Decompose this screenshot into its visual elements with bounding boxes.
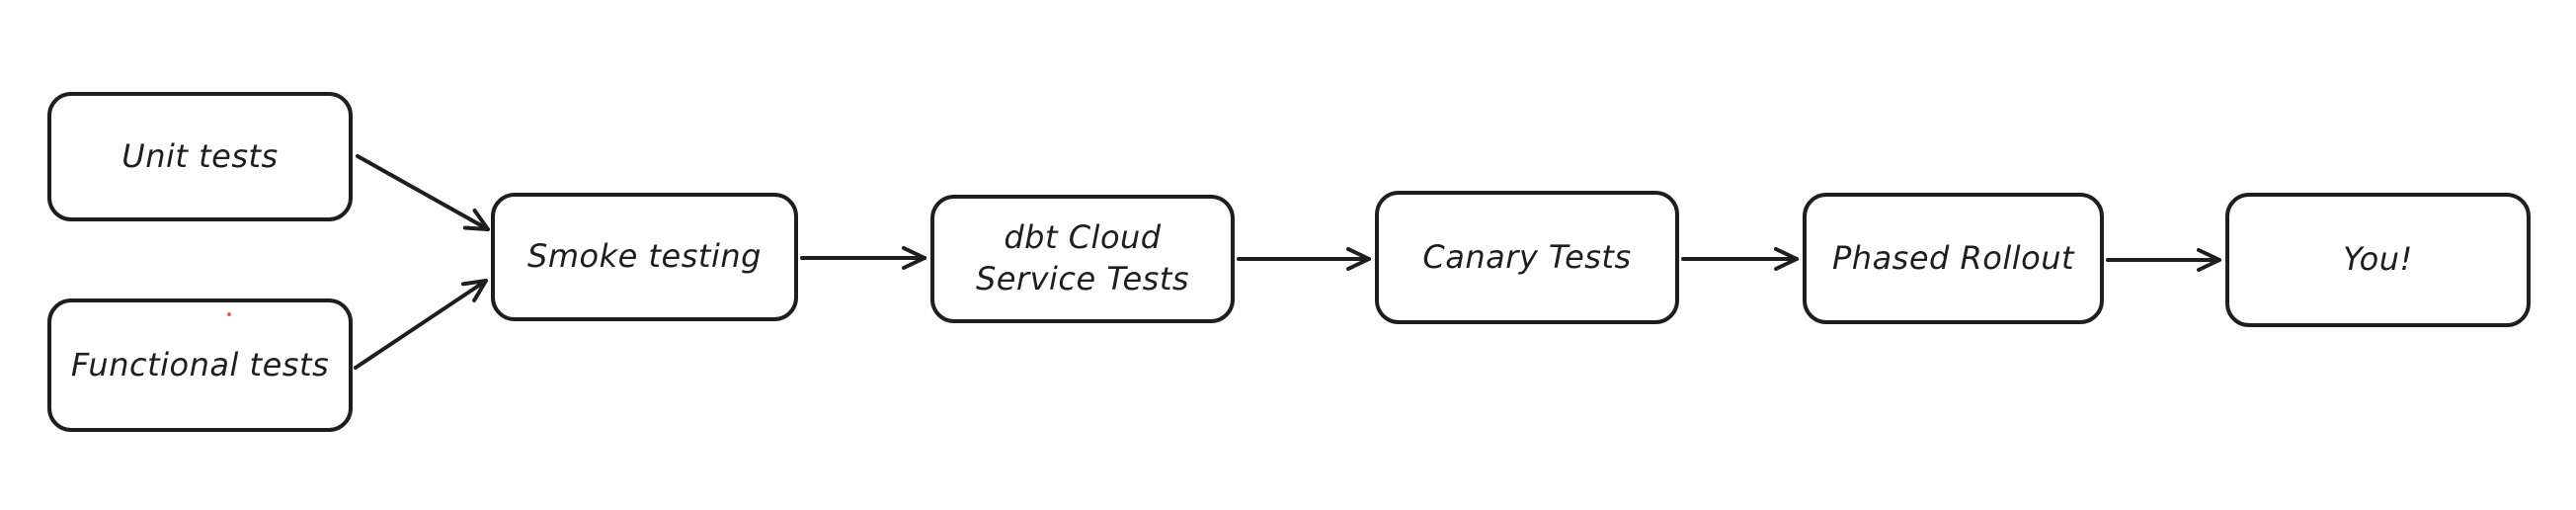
node-smoke-testing-label: Smoke testing xyxy=(527,237,762,276)
node-dbt-cloud-service-tests: dbt Cloud Service Tests xyxy=(930,195,1235,323)
node-phased-rollout-label: Phased Rollout xyxy=(1831,238,2075,277)
node-smoke-testing: Smoke testing xyxy=(491,193,798,321)
node-you: You! xyxy=(2225,193,2531,327)
node-canary-tests-label: Canary Tests xyxy=(1422,237,1632,276)
node-functional-tests: Functional tests xyxy=(47,298,353,432)
arrow-unit-tests-to-smoke-testing xyxy=(356,154,490,231)
node-unit-tests: Unit tests xyxy=(47,92,353,221)
arrow-functional-tests-to-smoke-testing xyxy=(354,279,488,370)
node-unit-tests-label: Unit tests xyxy=(121,136,279,175)
node-canary-tests: Canary Tests xyxy=(1375,191,1679,324)
node-dbt-cloud-service-tests-label: dbt Cloud Service Tests xyxy=(975,218,1190,298)
node-phased-rollout: Phased Rollout xyxy=(1803,193,2104,324)
node-functional-tests-label: Functional tests xyxy=(70,345,330,383)
stray-red-dot xyxy=(227,312,231,316)
node-you-label: You! xyxy=(2343,240,2413,279)
